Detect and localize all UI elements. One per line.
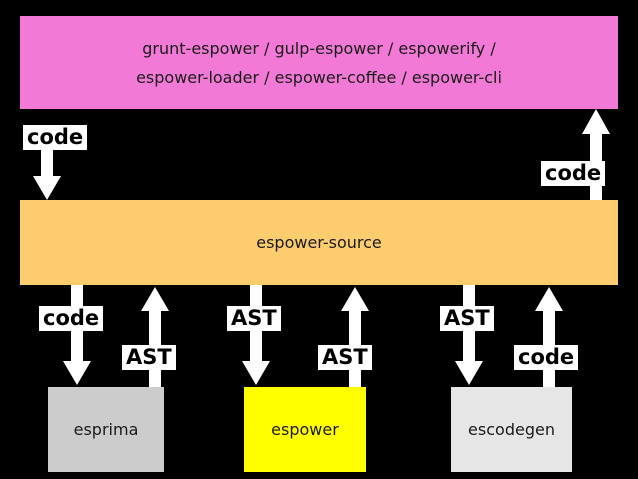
top-tools-line-2: espower-loader / espower-coffee / espowe… — [136, 67, 502, 87]
arrow-down-icon — [63, 285, 91, 385]
code-tag-top-right: code — [541, 161, 606, 186]
code-tag-escodegen-up: code — [514, 345, 579, 370]
esprima-box: esprima — [48, 387, 164, 472]
ast-tag-espower-down: AST — [227, 306, 281, 331]
ast-tag-escodegen-down: AST — [440, 306, 494, 331]
code-tag-top-left: code — [23, 125, 88, 150]
arrow-up-icon — [582, 109, 610, 200]
arrow-up-icon — [341, 287, 369, 387]
arrow-down-icon — [455, 285, 483, 385]
arrow-up-icon — [141, 287, 169, 387]
escodegen-box: escodegen — [451, 387, 572, 472]
top-tools-box: grunt-espower / gulp-espower / espowerif… — [20, 16, 618, 109]
escodegen-label: escodegen — [468, 420, 555, 439]
code-tag-esprima-down: code — [39, 306, 104, 331]
espower-source-label: espower-source — [256, 233, 382, 252]
espower-label: espower — [271, 420, 339, 439]
top-tools-line-1: grunt-espower / gulp-espower / espowerif… — [142, 38, 496, 58]
arrow-down-icon — [242, 285, 270, 385]
arrow-up-icon — [535, 287, 563, 387]
espower-source-box: espower-source — [20, 200, 618, 285]
ast-tag-esprima-up: AST — [122, 345, 176, 370]
espower-box: espower — [244, 387, 366, 472]
esprima-label: esprima — [73, 420, 139, 439]
ast-tag-espower-up: AST — [318, 345, 372, 370]
